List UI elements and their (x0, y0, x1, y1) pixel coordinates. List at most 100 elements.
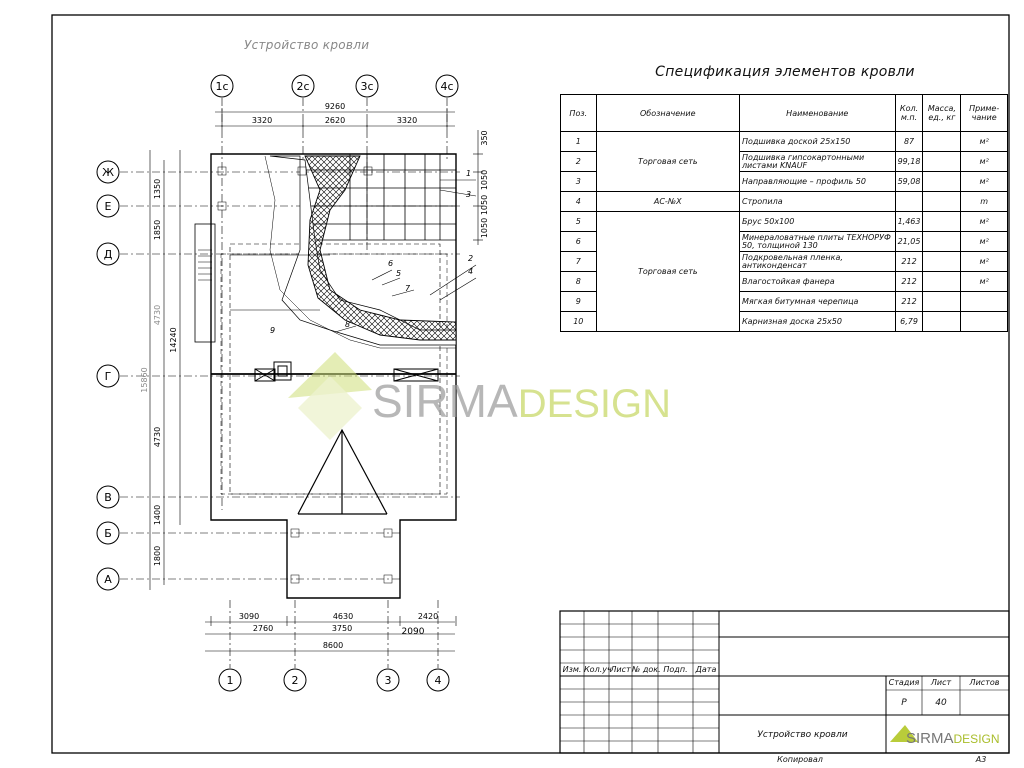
bottom-axis-bubbles (218, 668, 450, 692)
spec-mass (922, 271, 962, 292)
dim-bot-total: 8600 (323, 641, 343, 650)
callout-4: 4 (468, 267, 473, 276)
watermark-logo-mark (288, 352, 372, 440)
dim-bot-5: 3750 (332, 624, 352, 633)
roof-outline (210, 153, 457, 599)
spec-col-pos: Поз. (560, 94, 597, 132)
axis-labels: 1с 2с 3с 4с 1 2 3 4 Ж Е Д Г В Б А (102, 80, 453, 687)
spec-name: Карнизная доска 25х50 (738, 311, 896, 332)
title-block (559, 610, 1010, 754)
tb-col-podp: Подп. (663, 665, 688, 674)
tb-col-doc: № док. (632, 665, 661, 674)
callout-5: 5 (396, 269, 401, 278)
top-axis-bubbles (210, 74, 459, 98)
callout-3: 3 (466, 190, 471, 199)
tb-sheet-label: Лист (930, 678, 952, 687)
plan-title: Устройство кровли (244, 38, 370, 52)
spec-qty: 99,18 (894, 151, 924, 172)
axis-top-3: 3с (360, 80, 373, 93)
spec-pos: 8 (560, 271, 597, 292)
dim-top-2: 2620 (325, 116, 345, 125)
spec-mass (922, 171, 962, 192)
callout-7: 7 (405, 284, 411, 293)
tb-stage-label: Стадия (888, 678, 920, 687)
axis-left-zh: Ж (102, 166, 114, 179)
table-row: 5 Торговая сеть Брус 50х100 1,463 м² (560, 211, 1008, 332)
spec-name: Подшивка гипсокартонными листами KNAUF (738, 151, 896, 172)
dim-left-1400: 1400 (153, 505, 162, 525)
spec-group: Торговая сеть (595, 211, 740, 332)
spec-note: м² (960, 151, 1008, 172)
tb-stage-value: Р (901, 698, 907, 708)
spec-group: Торговая сеть (595, 131, 740, 192)
spec-qty: 6,79 (894, 311, 924, 332)
dim-left-4730b: 4730 (153, 427, 162, 447)
right-dimension-lines (473, 130, 483, 245)
tb-format: А3 (975, 755, 987, 764)
callout-1: 1 (466, 169, 471, 178)
left-axis-bubbles (96, 160, 120, 591)
axis-bottom-3: 3 (385, 674, 392, 687)
dim-left-15860: 15860 (140, 367, 149, 392)
spec-qty: 212 (894, 251, 924, 272)
spec-name: Подшивка доской 25х150 (738, 131, 896, 152)
dim-left-14240: 14240 (169, 327, 178, 352)
spec-pos: 5 (560, 211, 597, 232)
spec-mass (922, 191, 962, 212)
table-row: 9 Мягкая битумная черепица 212 (560, 291, 1008, 312)
titleblock-logo-mark (890, 725, 918, 742)
spec-pos: 10 (560, 311, 597, 332)
tb-copied: Копировал (777, 755, 823, 764)
spec-col-qty: Кол. м.п. (894, 94, 924, 132)
spec-mass (922, 151, 962, 172)
roof-plan (96, 74, 483, 692)
callout-leaders (334, 179, 477, 333)
table-row: 10 Карнизная доска 25х50 6,79 (560, 311, 1008, 332)
axis-left-g: Г (105, 370, 112, 383)
dim-right-2: 1050 (480, 170, 489, 190)
dim-left-1350: 1350 (153, 179, 162, 199)
spec-pos: 2 (560, 151, 597, 172)
axis-left-d: Д (104, 248, 113, 261)
dim-bot-3: 2420 (418, 612, 438, 621)
spec-note (960, 311, 1008, 332)
spec-col-note: Приме- чание (960, 94, 1008, 132)
dim-bot-1: 3090 (239, 612, 259, 621)
dim-bot-2: 4630 (333, 612, 353, 621)
dim-top-3: 3320 (397, 116, 417, 125)
axis-left-e: Е (105, 200, 112, 213)
titleblock-brand-part2: DESIGN (953, 732, 1000, 746)
spec-name: Стропила (738, 191, 896, 212)
axis-left-b: Б (104, 527, 112, 540)
axis-top-2: 2с (296, 80, 309, 93)
table-row: 6 Минераловатные плиты ТЕХНОРУФ 50, толщ… (560, 231, 1008, 252)
spec-mass (922, 211, 962, 232)
axis-top-1: 1с (215, 80, 228, 93)
spec-title: Спецификация элементов кровли (655, 64, 915, 80)
spec-qty: 59,08 (894, 171, 924, 192)
sheet-frame (51, 14, 1010, 754)
left-stair (194, 223, 216, 343)
axis-top-4: 4с (440, 80, 453, 93)
dim-top-1: 3320 (252, 116, 272, 125)
watermark-brand-part2: DESIGN (517, 382, 672, 426)
spec-mass (922, 311, 962, 332)
dim-left-1800: 1800 (153, 546, 162, 566)
spec-qty: 212 (894, 271, 924, 292)
watermark-brand-part1: SIRMA (372, 375, 518, 427)
table-row: 4 АС-№Х Стропила m (560, 191, 1008, 212)
callout-numbers: 1 2 3 4 5 6 7 8 9 (270, 169, 473, 335)
dimension-texts: 9260 3320 2620 3320 3090 4630 2420 2760 … (140, 102, 489, 650)
dim-bot-4: 2760 (253, 624, 273, 633)
spec-name: Минераловатные плиты ТЕХНОРУФ 50, толщин… (738, 231, 896, 252)
tb-col-izm: Изм. (562, 665, 582, 674)
spec-name: Влагостойкая фанера (738, 271, 896, 292)
spec-table: Поз. Обозначение Наименование Кол. м.п. … (560, 94, 1008, 332)
spec-note: м² (960, 131, 1008, 152)
axis-bottom-4: 4 (435, 674, 442, 687)
tb-sheet-value: 40 (935, 698, 947, 708)
callout-9: 9 (270, 326, 275, 335)
table-row: 2 Подшивка гипсокартонными листами KNAUF… (560, 151, 1008, 172)
dim-left-1850: 1850 (153, 220, 162, 240)
